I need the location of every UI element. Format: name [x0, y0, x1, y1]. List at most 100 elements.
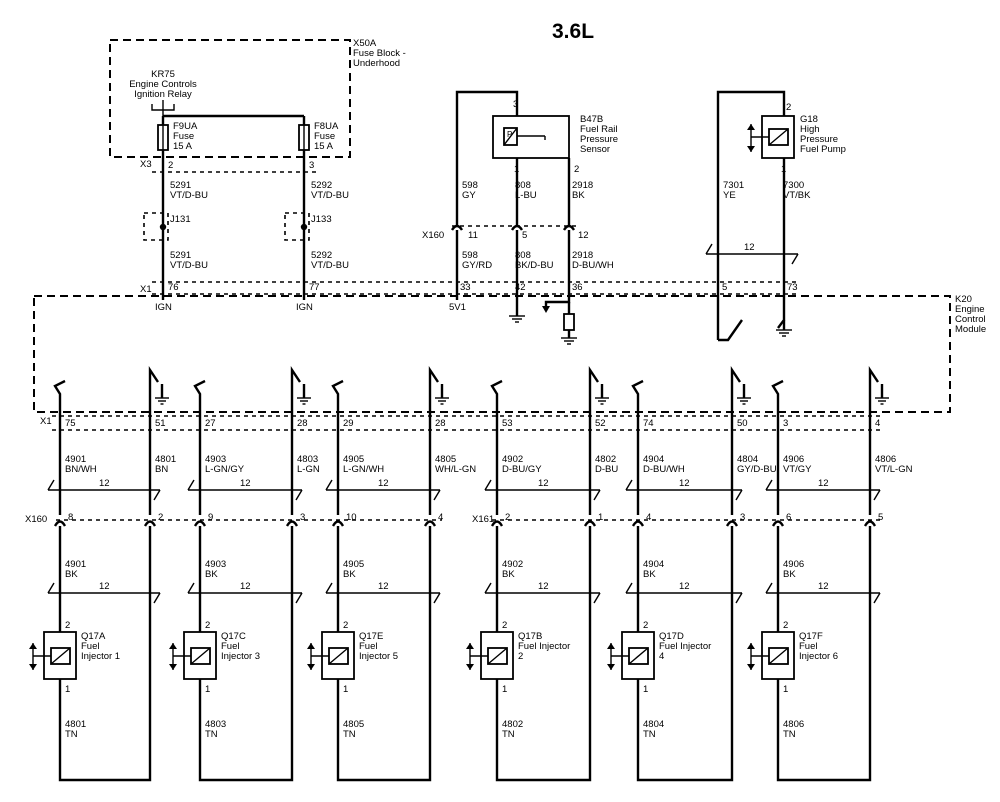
connector-terminal: [143, 520, 157, 527]
connector-x3-label: X3: [140, 159, 152, 170]
fuse-f9ua-name: Fuse: [173, 131, 194, 142]
injector-pin-bottom: 1: [643, 684, 648, 695]
injector-solenoid-icon: [29, 643, 71, 670]
x1-low-pin: 29: [343, 418, 354, 429]
injector-wire-number: 4906: [783, 559, 804, 570]
injector-return-wire: [636, 526, 734, 782]
wire-color: VT/L-GN: [875, 464, 913, 475]
wire-color: BN/WH: [65, 464, 97, 475]
injector-label-1: Fuel Injector: [518, 641, 570, 652]
x1-low-pin: 4: [875, 418, 880, 429]
relay-id: KR75: [151, 69, 175, 80]
x1-low-pin: 27: [205, 418, 216, 429]
svg-text:808: 808: [515, 180, 531, 191]
connector-x1-low-label: X1: [40, 416, 52, 427]
ecm-switch-icon: [868, 366, 879, 412]
injector-label-2: Injector 6: [799, 651, 838, 662]
x1-low-pin: 53: [502, 418, 513, 429]
injector-return-wire: [495, 526, 592, 782]
svg-text:77: 77: [309, 282, 320, 293]
x1-low-pin: 28: [435, 418, 446, 429]
svg-text:L-BU: L-BU: [515, 190, 537, 201]
injector-return-wire: [58, 526, 152, 782]
connector-pin: 8: [68, 512, 73, 523]
injector-return-color: TN: [502, 729, 515, 740]
wire-number: 4803: [297, 454, 318, 465]
connector-terminal: [771, 520, 785, 527]
injector-pin-bottom: 1: [783, 684, 788, 695]
injector-label-2: Injector 5: [359, 651, 398, 662]
pump-label-3: Fuel Pump: [800, 144, 846, 155]
svg-text:VT/D-BU: VT/D-BU: [311, 190, 349, 201]
injector-wire-color: BK: [205, 569, 218, 580]
svg-text:76: 76: [168, 282, 179, 293]
svg-text:808: 808: [515, 250, 531, 261]
connector-pin: 10: [346, 512, 357, 523]
injector-return-color: TN: [65, 729, 78, 740]
wire-number: 4902: [502, 454, 523, 465]
injector-driver-switch-icon: [53, 379, 66, 412]
injector-pin-top: 2: [205, 620, 210, 631]
injector-return-number: 4801: [65, 719, 86, 730]
wire-number: 4804: [737, 454, 758, 465]
x1-low-pin: 75: [65, 418, 76, 429]
connector-terminal: [53, 520, 67, 527]
svg-text:5: 5: [522, 230, 527, 241]
wire-number: 4901: [65, 454, 86, 465]
connector-x161-label: X161: [472, 514, 494, 525]
fuse-block-label-2: Underhood: [353, 58, 400, 69]
injector-driver-switch-icon: [631, 379, 644, 412]
injector-solenoid-icon: [747, 643, 789, 670]
x1-low-pin: 28: [297, 418, 308, 429]
injector-wire-number: 4901: [65, 559, 86, 570]
wire-number: 4805: [435, 454, 456, 465]
splice-j133-icon: [284, 212, 310, 241]
svg-text:36: 36: [572, 282, 583, 293]
relay-contact-icon: [151, 100, 175, 116]
injector-return-wire: [336, 526, 432, 782]
injector-pin-bottom: 1: [205, 684, 210, 695]
fuse-block-id: X50A: [353, 38, 377, 49]
connector-terminal: [331, 520, 345, 527]
sensor-label-2: Pressure: [580, 134, 618, 145]
pressure-sensor-icon: P: [503, 127, 546, 146]
wire-color: D-BU: [595, 464, 618, 475]
injector-label-1: Fuel: [359, 641, 377, 652]
injector-return-wire: [776, 526, 872, 782]
svg-text:33: 33: [460, 282, 471, 293]
injector-label-1: Fuel: [221, 641, 239, 652]
injector-return-number: 4805: [343, 719, 364, 730]
connector-pin: 3: [300, 512, 305, 523]
connector-pin: 6: [786, 512, 791, 523]
connector-terminal: [583, 520, 597, 527]
injector-solenoid-icon: [169, 643, 211, 670]
svg-text:5291: 5291: [170, 250, 191, 261]
svg-text:73: 73: [787, 282, 798, 293]
pump-pin-2: 2: [786, 102, 791, 113]
injector-return-wire: [198, 526, 294, 782]
injector-harness-wires: 4901BN/WH4801BN4903L-GN/GY4803L-GN4905L-…: [47, 412, 913, 604]
ecm-5v-ref: 5V1: [449, 302, 466, 313]
sensor-pin-2: 2: [574, 164, 579, 175]
ecm-switch-icon: [290, 366, 301, 412]
svg-text:P: P: [507, 130, 512, 139]
sensor-label-3: Sensor: [580, 144, 610, 155]
injector-driver-switch-icon: [331, 379, 344, 412]
svg-text:12: 12: [578, 230, 589, 241]
relay-label-2: Ignition Relay: [134, 89, 192, 100]
ecm-switch-icon: [148, 366, 159, 412]
ecm-switch-icon: [730, 366, 741, 412]
injector-pin-bottom: 1: [502, 684, 507, 695]
injector-return-color: TN: [783, 729, 796, 740]
svg-text:D-BU/WH: D-BU/WH: [572, 260, 614, 271]
svg-text:VT/D-BU: VT/D-BU: [311, 260, 349, 271]
injector-pin-bottom: 1: [65, 684, 70, 695]
wire-598-top: [455, 90, 519, 226]
injector-return-number: 4804: [643, 719, 664, 730]
svg-text:7301: 7301: [723, 180, 744, 191]
injector-pin-top: 2: [502, 620, 507, 631]
